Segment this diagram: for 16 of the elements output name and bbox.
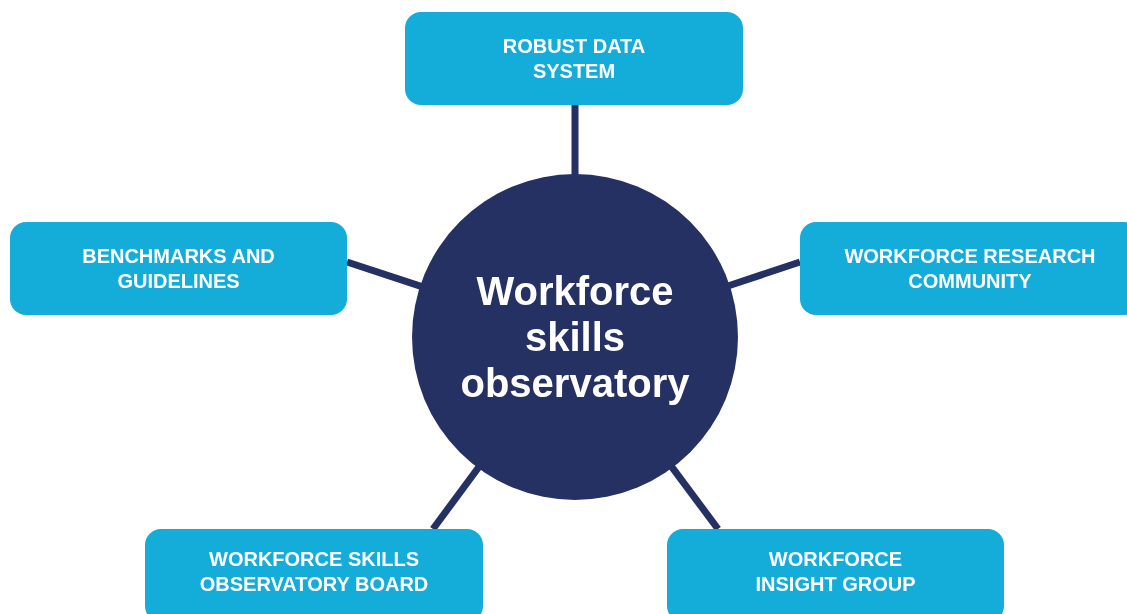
connector-line bbox=[345, 258, 423, 290]
topic-box bbox=[667, 529, 1004, 614]
topic-label: WORKFORCE INSIGHT GROUP bbox=[754, 546, 917, 597]
topic-box bbox=[145, 529, 483, 614]
topic-label: WORKFORCE RESEARCH COMMUNITY bbox=[843, 243, 1097, 294]
topic-label: WORKFORCE SKILLS OBSERVATORY BOARD bbox=[198, 546, 430, 597]
topic-label: BENCHMARKS AND GUIDELINES bbox=[81, 243, 276, 294]
connector-line bbox=[668, 464, 721, 532]
topic-label: ROBUST DATA SYSTEM bbox=[501, 33, 647, 84]
topic-box bbox=[10, 222, 347, 315]
connector-line bbox=[430, 465, 482, 532]
hub-title: Workforce skills observatory bbox=[459, 268, 691, 406]
topic-box bbox=[800, 222, 1127, 315]
topic-box bbox=[405, 12, 743, 105]
connector-line bbox=[727, 258, 802, 290]
connector-line bbox=[571, 105, 579, 175]
